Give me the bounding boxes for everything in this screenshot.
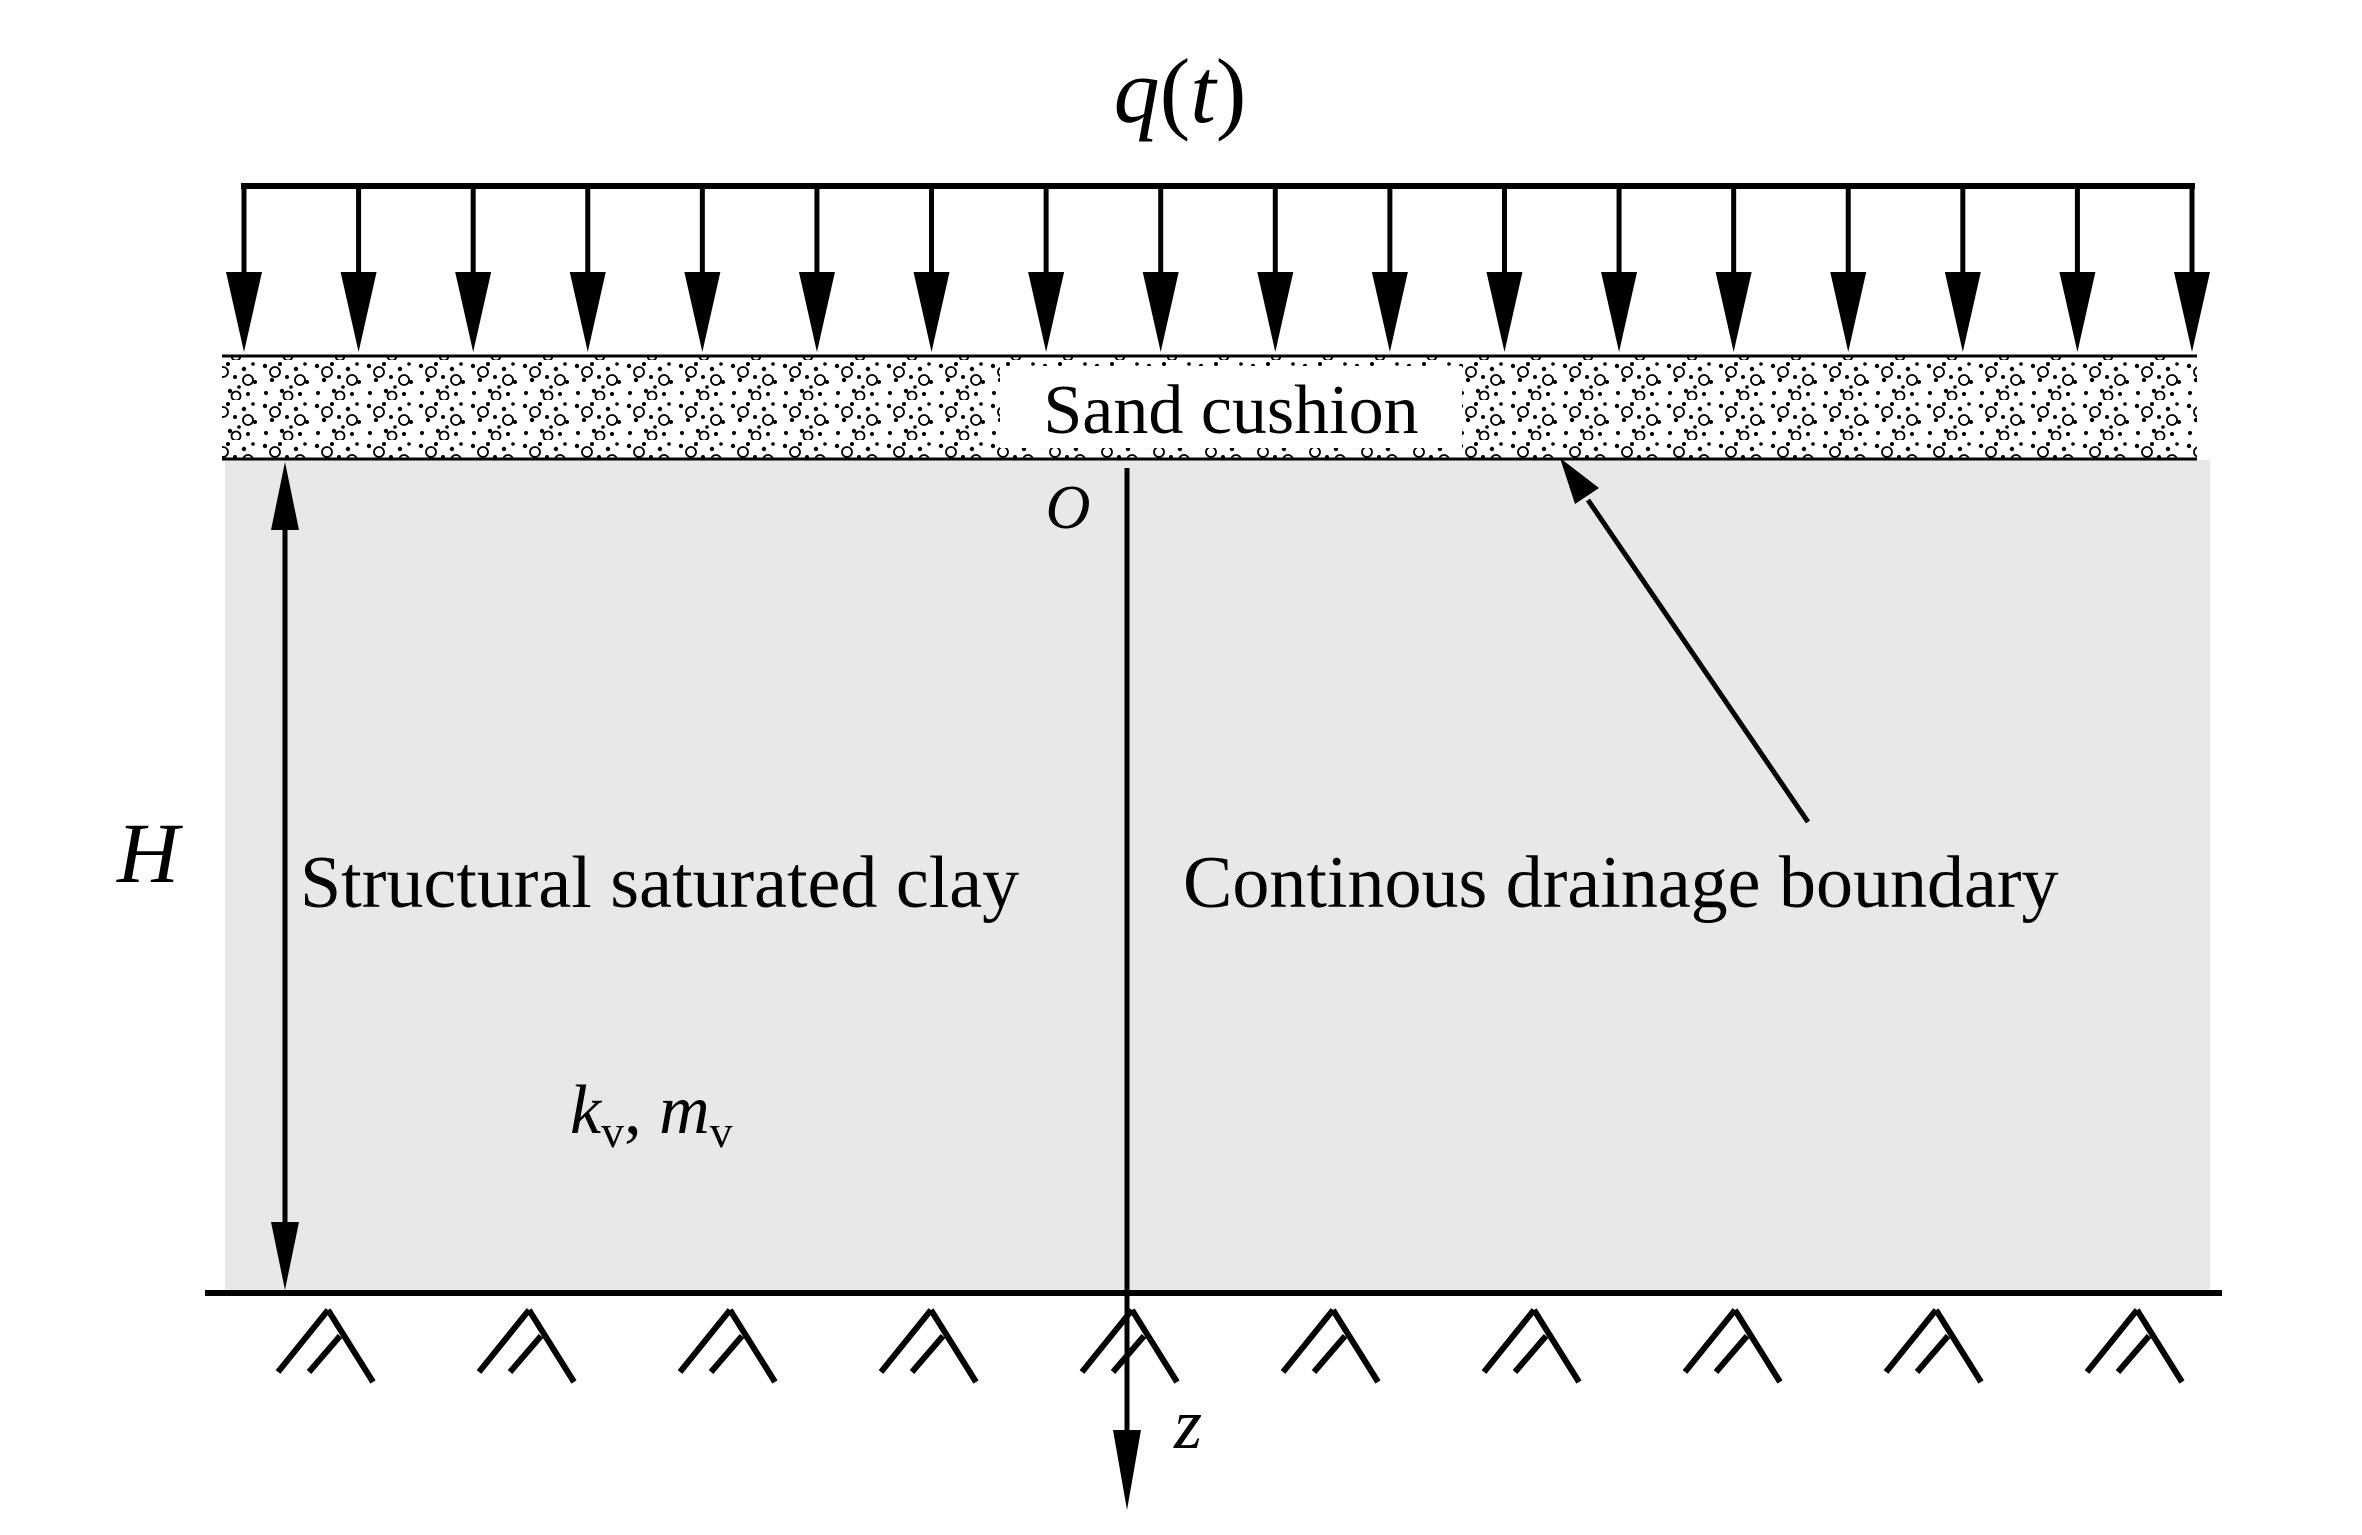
- support-hatch-stroke: [1330, 1308, 1381, 1384]
- thickness-label: H: [116, 805, 183, 901]
- load-arrow-head: [684, 272, 721, 352]
- load-arrow-head: [455, 272, 492, 352]
- support-hatch-stroke: [275, 1308, 331, 1374]
- load-arrow-head: [2174, 272, 2210, 352]
- load-arrows: [226, 186, 2210, 352]
- load-arrow-head: [1830, 272, 1867, 352]
- param-m: m: [659, 1072, 710, 1149]
- support-hatch-stroke: [928, 1308, 979, 1384]
- support-hatch-stroke: [306, 1334, 343, 1374]
- load-close-paren: ): [1216, 40, 1247, 142]
- support-hatch-stroke: [1682, 1308, 1738, 1374]
- support-hatch-stroke: [2115, 1334, 2152, 1374]
- support-hatch-stroke: [2084, 1308, 2140, 1374]
- support-hatch-stroke: [1914, 1334, 1951, 1374]
- clay-label: Structural saturated clay: [300, 842, 1019, 924]
- param-k: k: [570, 1072, 603, 1149]
- support-hatch-stroke: [1531, 1308, 1582, 1384]
- param-m-sub: v: [710, 1106, 733, 1157]
- depth-axis-label: z: [1173, 1384, 1202, 1464]
- support-hatch-stroke: [1129, 1308, 1180, 1384]
- support-hatch-stroke: [325, 1308, 376, 1384]
- support-hatch-stroke: [2134, 1308, 2185, 1384]
- param-sep: ,: [624, 1072, 659, 1149]
- support-hatch-stroke: [708, 1334, 745, 1374]
- load-arrow-head: [1257, 272, 1294, 352]
- support-hatch-stroke: [677, 1308, 733, 1374]
- drainage-leader-arrowhead: [1560, 458, 1599, 504]
- base-support-hatches: [275, 1308, 2185, 1384]
- load-arrow-head: [913, 272, 950, 352]
- support-hatch-stroke: [909, 1334, 946, 1374]
- origin-label: O: [1046, 474, 1091, 542]
- support-hatch-stroke: [1933, 1308, 1984, 1384]
- load-arrow-head: [1028, 272, 1065, 352]
- support-hatch-stroke: [526, 1308, 577, 1384]
- drainage-leader-line: [1585, 498, 1811, 824]
- support-hatch-stroke: [1512, 1334, 1549, 1374]
- support-hatch-stroke: [1079, 1308, 1135, 1374]
- support-hatch-stroke: [507, 1334, 544, 1374]
- load-arrow-head: [1601, 272, 1638, 352]
- load-arrow-head: [340, 272, 377, 352]
- support-hatch-stroke: [1732, 1308, 1783, 1384]
- sand-label-box: [1000, 366, 1462, 448]
- sand-cushion-label: Sand cushion: [1043, 372, 1418, 449]
- load-arrow-head: [569, 272, 606, 352]
- depth-axis-arrowhead: [1113, 1430, 1141, 1510]
- load-arrow-head: [1486, 272, 1523, 352]
- support-hatch-stroke: [1110, 1334, 1147, 1374]
- load-arrow-head: [2059, 272, 2096, 352]
- thickness-arrow-top: [271, 462, 299, 530]
- clay-layer: [225, 460, 2210, 1290]
- support-hatch-stroke: [1713, 1334, 1750, 1374]
- support-hatch-stroke: [476, 1308, 532, 1374]
- thickness-arrow-bottom: [271, 1222, 299, 1290]
- load-arrow-head: [1142, 272, 1179, 352]
- load-open-paren: (: [1160, 40, 1191, 142]
- load-label: q(t): [1114, 40, 1247, 142]
- support-hatch-stroke: [1883, 1308, 1939, 1374]
- support-hatch-stroke: [1280, 1308, 1336, 1374]
- load-t: t: [1190, 40, 1218, 142]
- load-arrow-head: [226, 272, 262, 352]
- drainage-label: Continous drainage boundary: [1183, 842, 2059, 924]
- param-k-sub: v: [601, 1106, 624, 1157]
- support-hatch-stroke: [727, 1308, 778, 1384]
- load-arrow-head: [798, 272, 835, 352]
- load-q: q: [1114, 40, 1160, 142]
- support-hatch-stroke: [878, 1308, 934, 1374]
- load-arrow-head: [1944, 272, 1981, 352]
- load-arrow-head: [1715, 272, 1752, 352]
- support-hatch-stroke: [1481, 1308, 1537, 1374]
- support-hatch-stroke: [1311, 1334, 1348, 1374]
- load-arrow-head: [1371, 272, 1408, 352]
- params-label: kv, mv: [570, 1072, 733, 1157]
